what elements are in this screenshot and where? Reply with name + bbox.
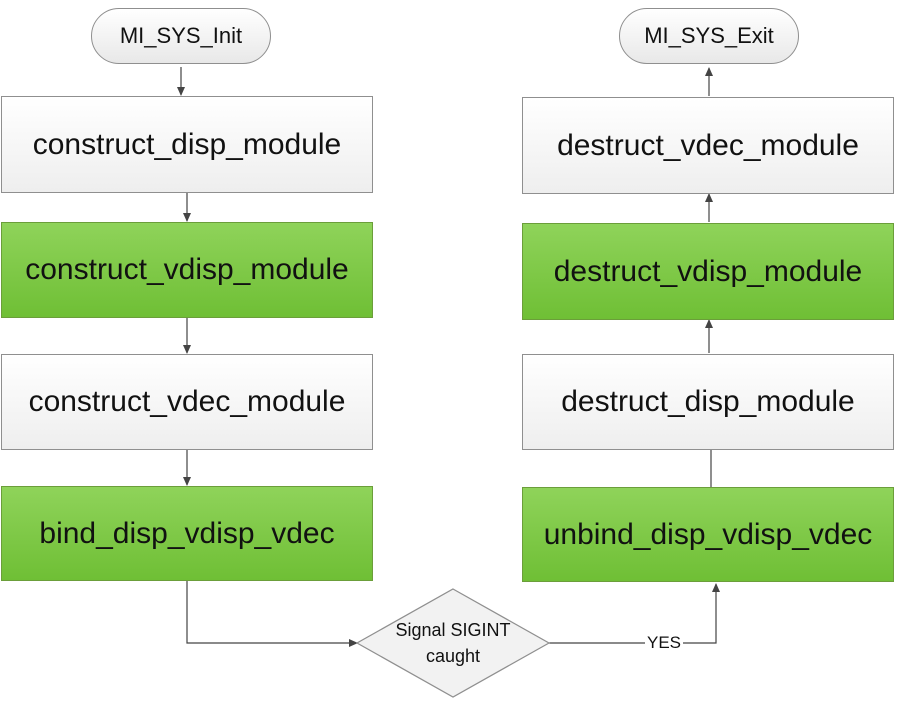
destruct-vdisp-box: destruct_vdisp_module (522, 223, 894, 320)
destruct-vdisp-label: destruct_vdisp_module (553, 254, 863, 288)
decision-label-line1: Signal SIGINT (395, 620, 511, 640)
start-label: MI_SYS_Init (119, 23, 243, 48)
unbind-label: unbind_disp_vdisp_vdec (543, 517, 873, 551)
bind-label: bind_disp_vdisp_vdec (39, 516, 335, 550)
construct-disp-box: construct_disp_module (1, 96, 373, 193)
construct-vdisp-label: construct_vdisp_module (25, 253, 349, 286)
decision-diamond (355, 588, 551, 698)
destruct-vdec-label: destruct_vdec_module (557, 128, 859, 162)
bind-box: bind_disp_vdisp_vdec (1, 486, 373, 581)
destruct-disp-label: destruct_disp_module (561, 385, 855, 418)
construct-disp-label: construct_disp_module (32, 127, 342, 161)
destruct-disp-box: destruct_disp_module (522, 354, 894, 450)
edge-bind-to-decision (186, 581, 358, 647)
construct-vdec-box: construct_vdec_module (1, 354, 373, 450)
unbind-box: unbind_disp_vdisp_vdec (522, 487, 894, 582)
destruct-vdec-box: destruct_vdec_module (522, 97, 894, 194)
construct-vdisp-box: construct_vdisp_module (1, 222, 373, 318)
yes-edge-label: YES (645, 633, 684, 653)
end-label: MI_SYS_Exit (644, 23, 774, 48)
construct-vdec-label: construct_vdec_module (28, 385, 346, 418)
edge-decision-to-unbind (549, 583, 720, 644)
start-terminal: MI_SYS_Init (91, 8, 271, 64)
decision-label: Signal SIGINT caught (373, 617, 533, 669)
end-terminal: MI_SYS_Exit (619, 8, 799, 64)
decision-label-line2: caught (425, 646, 481, 666)
